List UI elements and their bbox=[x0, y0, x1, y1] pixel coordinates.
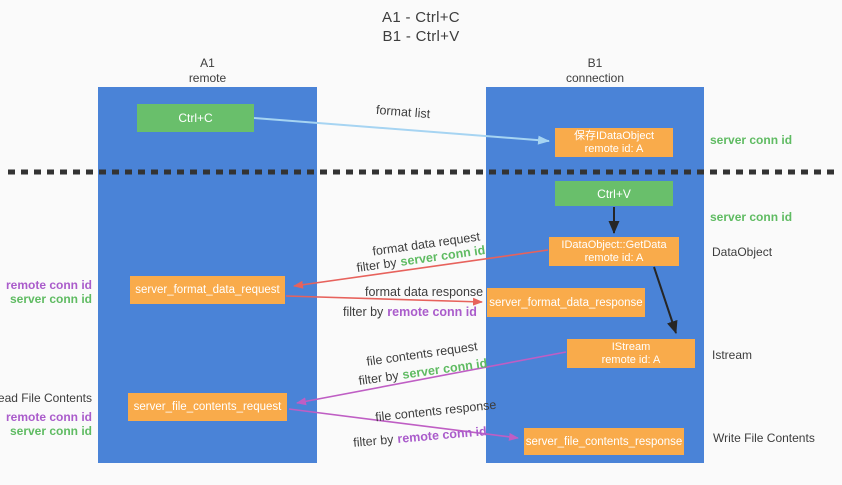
remote-conn-id-key: remote conn id bbox=[396, 424, 488, 446]
node-server-file-contents-response-label: server_file_contents_response bbox=[525, 435, 683, 448]
node-save-idataobject-line2: remote id: A bbox=[584, 142, 644, 155]
node-server-file-contents-request-label: server_file_contents_request bbox=[133, 401, 282, 413]
node-ctrl-v: Ctrl+V bbox=[555, 181, 673, 206]
side-label-istream: Istream bbox=[712, 348, 753, 362]
node-save-idataobject: 保存IDataObject remote id: A bbox=[555, 128, 673, 157]
side-label-server-conn-id-right-top: server conn id bbox=[710, 133, 793, 147]
side-label-read-file-contents: Read File Contents bbox=[0, 391, 92, 405]
node-istream-line1: IStream bbox=[611, 340, 651, 353]
node-server-file-contents-request: server_file_contents_request bbox=[128, 393, 287, 421]
node-getdata-line1: IDataObject::GetData bbox=[561, 238, 667, 251]
title-line-1: A1 - Ctrl+C bbox=[382, 9, 460, 26]
node-server-format-data-request-label: server_format_data_request bbox=[135, 284, 280, 296]
filter-by-prefix: filter by bbox=[357, 368, 400, 388]
node-istream: IStream remote id: A bbox=[567, 339, 695, 368]
side-label-server-conn-id-right-mid: server conn id bbox=[710, 210, 793, 224]
title-line-2: B1 - Ctrl+V bbox=[382, 28, 460, 45]
node-server-format-data-response-label: server_format_data_response bbox=[489, 296, 643, 309]
lane-b1-subtitle: connection bbox=[565, 71, 625, 85]
side-label-server-conn-id-left-top: server conn id bbox=[9, 292, 92, 306]
lane-a1-name: A1 bbox=[200, 56, 215, 70]
node-server-file-contents-response: server_file_contents_response bbox=[524, 428, 684, 455]
lane-b1-name: B1 bbox=[587, 56, 603, 70]
remote-conn-id-key: remote conn id bbox=[387, 305, 477, 319]
filter-by-prefix: filter by bbox=[352, 432, 395, 450]
node-idataobject-getdata: IDataObject::GetData remote id: A bbox=[549, 237, 679, 266]
node-ctrl-c-label: Ctrl+C bbox=[178, 111, 213, 125]
side-label-dataobject: DataObject bbox=[712, 245, 773, 259]
filter-by-prefix: filter by bbox=[343, 305, 384, 319]
filter-by-prefix: filter by bbox=[355, 255, 398, 275]
lane-b1-header: B1 connection bbox=[486, 56, 704, 86]
side-label-remote-conn-id-left-bottom: remote conn id bbox=[5, 410, 92, 424]
side-label-server-conn-id-left-bottom: server conn id bbox=[9, 424, 92, 438]
edge-label-file-contents-response: file contents response bbox=[374, 397, 498, 425]
node-ctrl-c: Ctrl+C bbox=[137, 104, 254, 132]
edge-label-format-data-response: format data response bbox=[365, 285, 484, 299]
node-getdata-line2: remote id: A bbox=[584, 251, 644, 264]
node-save-idataobject-line1: 保存IDataObject bbox=[573, 129, 655, 142]
side-label-remote-conn-id-left-top: remote conn id bbox=[5, 278, 92, 292]
side-label-write-file-contents: Write File Contents bbox=[713, 431, 815, 445]
node-istream-line2: remote id: A bbox=[601, 353, 661, 366]
diagram-title: A1 - Ctrl+C B1 - Ctrl+V bbox=[0, 8, 842, 46]
node-ctrl-v-label: Ctrl+V bbox=[597, 186, 631, 201]
lane-a1-subtitle: remote bbox=[188, 71, 227, 85]
lane-a1-header: A1 remote bbox=[98, 56, 317, 86]
node-server-format-data-request: server_format_data_request bbox=[130, 276, 285, 304]
node-server-format-data-response: server_format_data_response bbox=[487, 288, 645, 317]
edge-label-format-list: format list bbox=[375, 102, 431, 122]
